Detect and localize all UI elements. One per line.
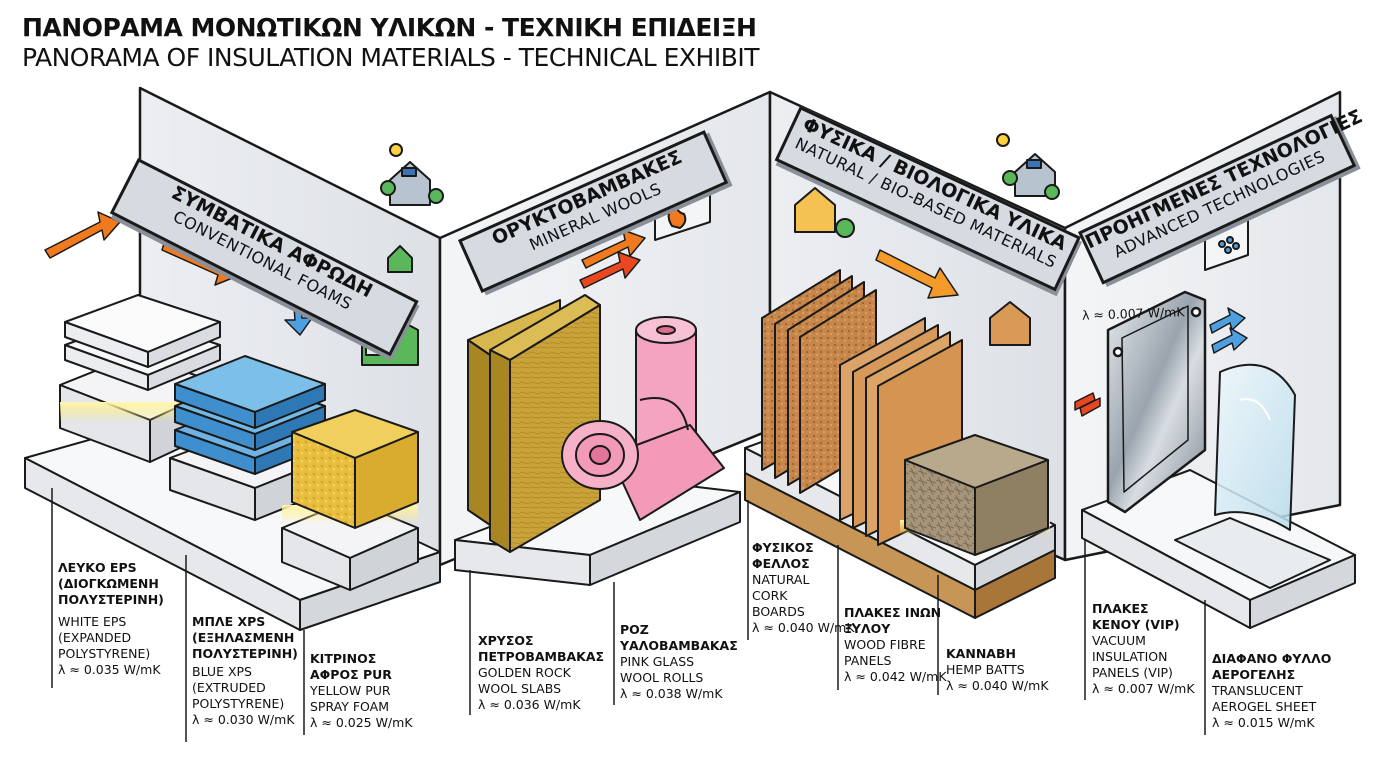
material-label-aerogel: ΔΙΑΦΑΝΟ ΦΥΛΛΟ ΑΕΡΟΓΕΛΗΣ TRANSLUCENT AERO… bbox=[1212, 651, 1332, 730]
page-title: ΠΑΝΟΡΑΜΑ ΜΟΝΩΤΙΚΩΝ ΥΛΙΚΩΝ - ΤΕΧΝΙΚΗ ΕΠΙΔ… bbox=[22, 13, 757, 42]
material-label-pink-glass: ΡΟΖ ΥΑΛΟΒΑΜΒΑΚΑΣ PINK GLASS WOOL ROLLS λ… bbox=[620, 622, 738, 701]
vip-product bbox=[1106, 290, 1207, 514]
material-label-golden-rock: ΧΡΥΣΟΣ ΠΕΤΡΟΒΑΜΒΑΚΑΣ GOLDEN ROCK WOOL SL… bbox=[478, 633, 605, 712]
pink-glass-wool-product bbox=[561, 316, 725, 521]
aerogel-product bbox=[1214, 363, 1296, 531]
material-label-hemp: ΚΑΝΝΑΒΗ HEMP BATTS λ ≈ 0.040 W/mK bbox=[946, 646, 1049, 693]
page-subtitle: PANORAMA OF INSULATION MATERIALS - TECHN… bbox=[22, 43, 760, 72]
material-label-white-eps: ΛΕΥΚΟ EPS (ΔΙΟΓΚΩΜΕΝΗ ΠΟΛΥΣΤΕΡΙΝΗ) WHITE… bbox=[58, 560, 164, 677]
material-label-cork: ΦΥΣΙΚΟΣ ΦΕΛΛΟΣ NATURAL CORK BOARDS λ ≈ 0… bbox=[752, 540, 855, 635]
house-solar-icon bbox=[380, 133, 1060, 206]
stand-advanced bbox=[1081, 469, 1356, 629]
material-label-yellow-pur: ΚΙΤΡΙΝΟΣ ΑΦΡΟΣ PUR YELLOW PUR SPRAY FOAM… bbox=[310, 651, 413, 730]
golden-rock-wool-product bbox=[467, 294, 601, 553]
hemp-product bbox=[900, 434, 1050, 556]
material-label-wood-fibre: ΠΛΑΚΕΣ ΙΝΩΝ ΞΥΛΟΥ WOOD FIBRE PANELS λ ≈ … bbox=[844, 605, 947, 684]
material-label-blue-xps: ΜΠΛΕ XPS (ΕΞΗΛΑΣΜΕΝΗ ΠΟΛΥΣΤΕΡΙΝΗ) BLUE X… bbox=[192, 614, 298, 727]
leader-lines bbox=[51, 488, 1206, 742]
material-label-vip: ΠΛΑΚΕΣ ΚΕΝΟΥ (VIP) VACUUM INSULATION PAN… bbox=[1092, 601, 1195, 696]
yellow-pur-product bbox=[281, 409, 419, 591]
